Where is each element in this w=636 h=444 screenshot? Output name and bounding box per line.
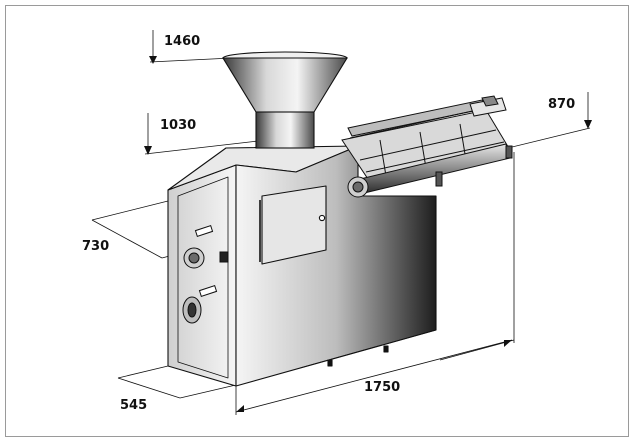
dimension-labels: 1460 1030 870 730 545 1750 xyxy=(82,34,575,413)
label-730: 730 xyxy=(82,239,109,254)
machine-body xyxy=(167,145,437,387)
label-1030: 1030 xyxy=(160,118,196,133)
leader-1460 xyxy=(149,57,233,63)
label-1460: 1460 xyxy=(164,34,200,49)
hopper xyxy=(222,51,348,149)
length-line xyxy=(235,339,513,413)
depth-line-top xyxy=(91,199,173,221)
access-door xyxy=(261,185,327,265)
width-line-left xyxy=(117,377,181,399)
label-870: 870 xyxy=(548,97,575,112)
length-tail xyxy=(439,339,515,361)
hopper-neck xyxy=(255,111,315,149)
width-line-bottom xyxy=(179,383,241,399)
depth-line-left xyxy=(91,219,163,259)
width-line-top xyxy=(117,365,169,379)
diagram-frame xyxy=(5,5,629,437)
dimension-arrowheads xyxy=(144,56,592,412)
label-545: 545 xyxy=(120,398,147,413)
side-controls xyxy=(182,225,229,324)
conveyor xyxy=(341,95,513,198)
door-latch xyxy=(318,214,326,222)
leader-1030 xyxy=(144,140,259,155)
label-1750: 1750 xyxy=(364,380,400,395)
